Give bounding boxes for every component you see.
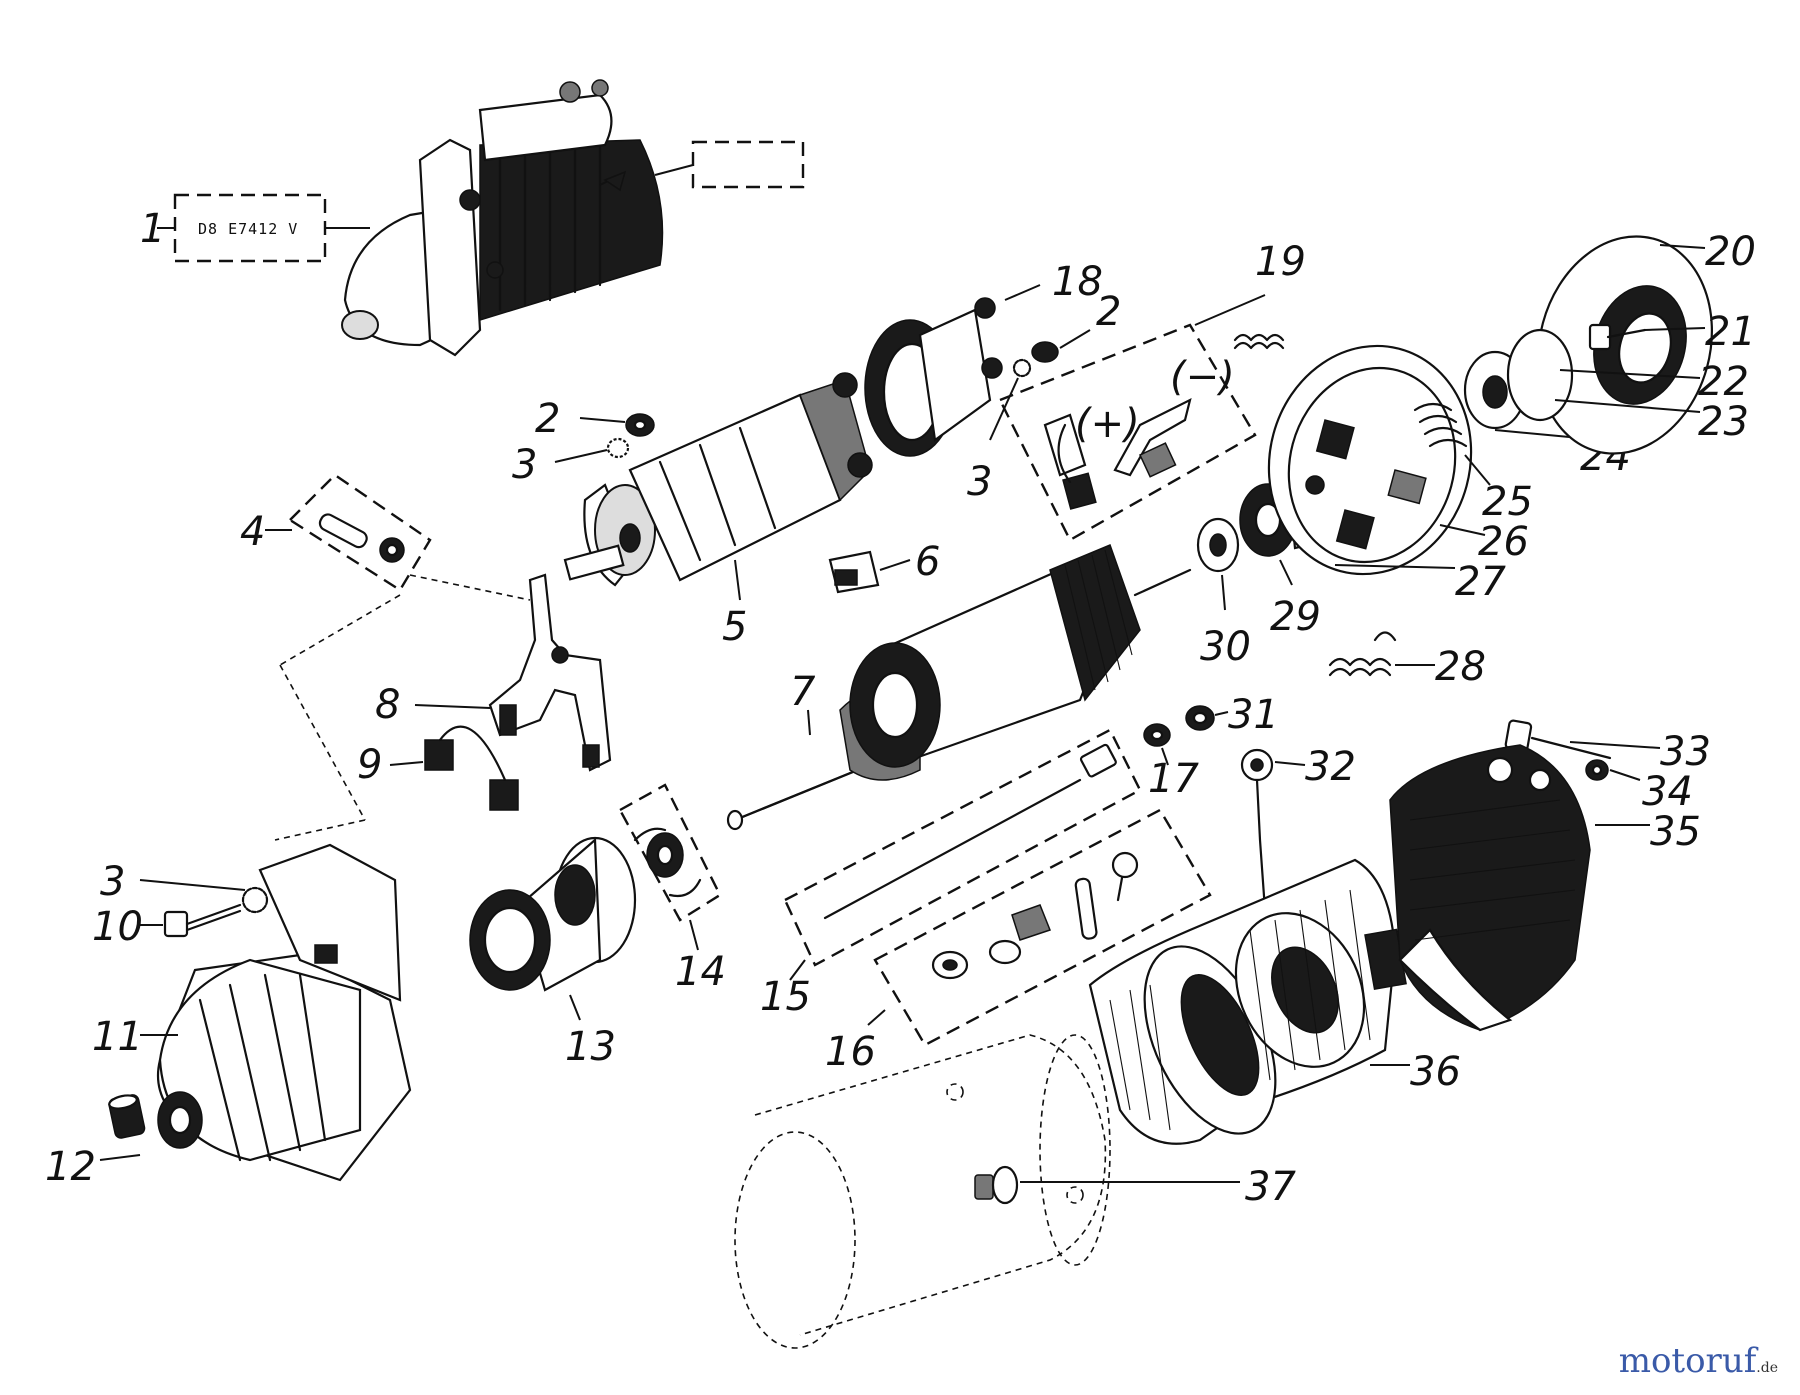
spring-28 — [1328, 631, 1397, 677]
starter-assembly-complete — [341, 79, 664, 357]
part-label-4: 4 — [240, 509, 265, 555]
housing-band-35 — [1389, 744, 1591, 1032]
part-label-19: 19 — [1255, 239, 1306, 285]
part-label-32: 32 — [1305, 744, 1356, 790]
kit-14-box — [618, 783, 722, 922]
part-label-26: 26 — [1478, 519, 1529, 565]
polarity-minus: (−) — [1170, 354, 1235, 400]
kit-15-box — [783, 728, 1142, 967]
washer-3-lower — [241, 886, 269, 914]
part-label-31: 31 — [1228, 692, 1279, 738]
part-label-35: 35 — [1650, 809, 1701, 855]
watermark-domain: .de — [1756, 1360, 1778, 1376]
part-label-22: 22 — [1698, 359, 1749, 405]
part-label-11: 11 — [92, 1014, 143, 1060]
washer-34 — [1585, 759, 1609, 781]
solenoid-cap — [864, 297, 1003, 457]
through-bolt-15 — [823, 743, 1117, 920]
spring-small — [1233, 333, 1285, 350]
bushing-12 — [108, 1094, 146, 1139]
kit-14-parts — [633, 827, 702, 898]
part-label-29: 29 — [1270, 594, 1321, 640]
kit-4-parts — [318, 513, 405, 563]
part-label-1: 1 — [140, 206, 165, 252]
kit-16-box — [873, 808, 1212, 1047]
part-label-10: 10 — [92, 904, 143, 950]
screw-10 — [163, 903, 242, 938]
spring-25 — [1413, 402, 1468, 448]
part-label-3b: 3 — [967, 459, 992, 505]
brush-plus — [1043, 413, 1097, 510]
part-label-21: 21 — [1705, 309, 1756, 355]
washer-30 — [1196, 517, 1240, 573]
part-label-33: 33 — [1660, 729, 1711, 775]
nut-2-cap — [1031, 341, 1059, 363]
shift-lever-fork — [488, 573, 612, 772]
part-label-36: 36 — [1410, 1049, 1461, 1095]
part-label-9: 9 — [357, 742, 382, 788]
part-label-34: 34 — [1642, 769, 1693, 815]
part-label-20: 20 — [1705, 229, 1756, 275]
part-label-2b: 2 — [1096, 289, 1121, 335]
polarity-plus: (+) — [1075, 401, 1140, 447]
part-label-12: 12 — [45, 1144, 96, 1190]
nut-17 — [1143, 723, 1171, 747]
yoke-phantom-outline — [734, 1034, 1111, 1349]
terminal-lug-6 — [828, 550, 880, 594]
brush-set-box — [998, 323, 1257, 542]
ring-22 — [1506, 328, 1574, 422]
part-label-14: 14 — [675, 949, 726, 995]
watermark-main: motoruf — [1618, 1341, 1757, 1381]
part-label-28: 28 — [1435, 644, 1486, 690]
part-label-13: 13 — [565, 1024, 616, 1070]
solenoid-switch — [563, 372, 873, 587]
brush-pair-9 — [424, 725, 519, 811]
part-label-16: 16 — [825, 1029, 876, 1075]
part-label-23: 23 — [1698, 399, 1749, 445]
part-label-15: 15 — [760, 974, 811, 1020]
eye-terminal-32 — [1240, 748, 1274, 912]
kit-16-parts — [931, 851, 1139, 980]
end-cap-20 — [1537, 235, 1713, 455]
watermark-logo: motoruf.de — [1619, 1341, 1778, 1381]
field-coil-36 — [1088, 858, 1407, 1145]
part-label-3c: 3 — [100, 859, 125, 905]
washer-3-upper — [606, 437, 630, 459]
armature-7 — [726, 544, 1192, 831]
nut-2-upper — [625, 413, 655, 437]
kit-4-box — [288, 473, 432, 592]
commutator-end-bracket — [1267, 344, 1473, 576]
part-label-37: 37 — [1245, 1164, 1296, 1210]
part-label-30: 30 — [1200, 624, 1251, 670]
brush-minus — [1113, 397, 1192, 478]
empty-plate-box — [691, 140, 805, 189]
part-label-27: 27 — [1455, 559, 1506, 605]
part-label-8: 8 — [375, 682, 400, 728]
washer-3-cap — [1012, 358, 1032, 378]
part-label-7: 7 — [790, 669, 816, 715]
type-plate-text: D8 E7412 V — [198, 220, 298, 238]
part-label-25: 25 — [1482, 479, 1533, 525]
part-label-6: 6 — [915, 539, 940, 585]
part-label-3a: 3 — [512, 442, 537, 488]
nut-31 — [1185, 705, 1215, 731]
bolt-21 — [1588, 323, 1647, 351]
part-label-2a: 2 — [535, 396, 560, 442]
pinion-drive-13 — [469, 836, 637, 992]
part-label-17: 17 — [1148, 756, 1199, 802]
screw-37 — [974, 1165, 1019, 1205]
part-label-5: 5 — [722, 604, 747, 650]
part-label-18: 18 — [1052, 259, 1103, 305]
drive-end-housing — [156, 843, 412, 1182]
